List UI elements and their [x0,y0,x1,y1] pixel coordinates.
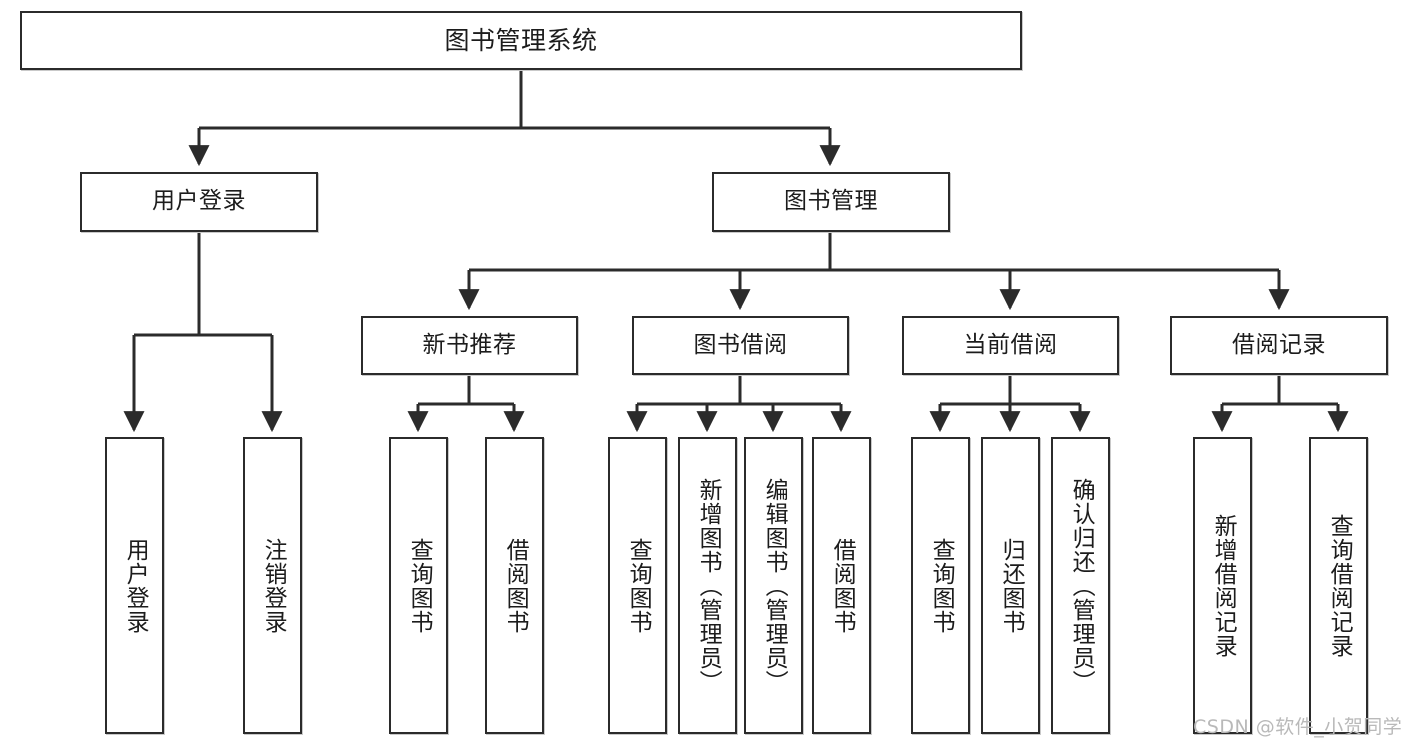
node-label: 注销登录 [260,537,287,634]
node-label: 查询借阅记录 [1326,513,1353,658]
node-leaf-query-book-3[interactable]: 查询图书 [911,437,970,734]
node-label: 编辑图书（管理员） [761,477,788,694]
node-root-system[interactable]: 图书管理系统 [20,11,1022,70]
node-label: 新书推荐 [422,331,517,358]
node-label: 用户登录 [122,537,149,634]
node-label: 图书借阅 [693,331,788,358]
node-label: 借阅图书 [502,537,529,634]
node-user-login[interactable]: 用户登录 [80,172,318,232]
node-borrow-record[interactable]: 借阅记录 [1170,316,1388,375]
node-leaf-add-record[interactable]: 新增借阅记录 [1193,437,1252,734]
node-leaf-query-book-1[interactable]: 查询图书 [389,437,448,734]
node-leaf-add-book[interactable]: 新增图书（管理员） [678,437,737,734]
node-leaf-edit-book[interactable]: 编辑图书（管理员） [744,437,803,734]
node-label: 图书管理 [784,188,878,215]
node-leaf-borrow-book-1[interactable]: 借阅图书 [485,437,544,734]
node-leaf-user-login[interactable]: 用户登录 [105,437,164,734]
node-leaf-query-record[interactable]: 查询借阅记录 [1309,437,1368,734]
node-label: 确认归还（管理员） [1068,477,1095,694]
node-label: 新增图书（管理员） [695,477,722,694]
node-label: 查询图书 [406,537,433,634]
node-leaf-return-book[interactable]: 归还图书 [981,437,1040,734]
node-leaf-logout-login[interactable]: 注销登录 [243,437,302,734]
node-leaf-confirm-return[interactable]: 确认归还（管理员） [1051,437,1110,734]
node-label: 借阅图书 [829,537,856,634]
node-label: 图书管理系统 [444,25,598,55]
node-current-borrow[interactable]: 当前借阅 [902,316,1119,375]
node-new-book-recommend[interactable]: 新书推荐 [361,316,578,375]
node-label: 查询图书 [625,537,652,634]
node-book-management[interactable]: 图书管理 [712,172,950,232]
node-label: 新增借阅记录 [1210,513,1237,658]
node-label: 借阅记录 [1232,331,1326,358]
node-leaf-query-book-2[interactable]: 查询图书 [608,437,667,734]
csdn-watermark: CSDN @软件_小贺同学 [1193,716,1403,738]
node-label: 查询图书 [928,537,955,634]
node-leaf-borrow-book-2[interactable]: 借阅图书 [812,437,871,734]
node-label: 用户登录 [152,188,246,215]
node-label: 当前借阅 [963,331,1058,358]
node-label: 归还图书 [998,537,1025,634]
node-book-borrow[interactable]: 图书借阅 [632,316,849,375]
